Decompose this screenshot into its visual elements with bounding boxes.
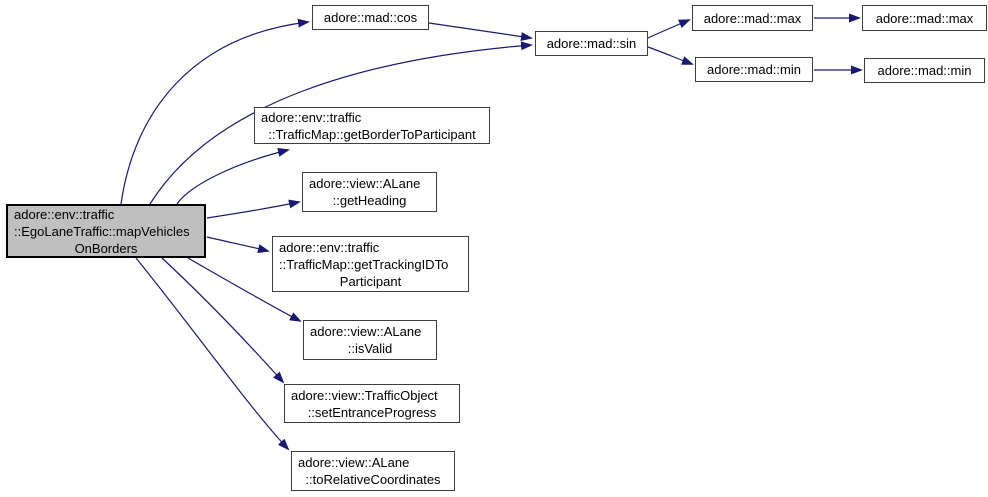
node-label-line: adore::mad::max xyxy=(703,10,802,26)
edge-mapVehiclesOnBorders-to-getTrackingIDToParticipant xyxy=(206,236,270,253)
node-mapVehiclesOnBorders: adore::env::traffic::EgoLaneTraffic::map… xyxy=(6,204,206,258)
node-isValid[interactable]: adore::view::ALane::isValid xyxy=(303,320,437,360)
node-label-line: adore::view::ALane xyxy=(309,176,421,191)
node-label-line: ::EgoLaneTraffic::mapVehicles xyxy=(14,223,190,239)
node-label-line: ::toRelativeCoordinates xyxy=(305,472,441,487)
node-max1[interactable]: adore::mad::max xyxy=(692,5,813,31)
node-label-line: adore::mad::min xyxy=(707,62,801,77)
node-label-line: ::getHeading xyxy=(332,193,407,208)
node-min2[interactable]: adore::mad::min xyxy=(864,58,985,83)
node-label-line: adore::env::traffic xyxy=(261,109,362,125)
node-cos[interactable]: adore::mad::cos xyxy=(312,5,429,30)
node-sin[interactable]: adore::mad::sin xyxy=(535,31,648,56)
edge-cos-to-sin xyxy=(428,22,533,41)
node-getTrackingIDToParticipant[interactable]: adore::env::traffic::TrafficMap::getTrac… xyxy=(272,236,469,292)
edge-mapVehiclesOnBorders-to-getBorderToParticipant xyxy=(176,148,290,205)
node-label-line: OnBorders xyxy=(74,240,138,256)
node-max2[interactable]: adore::mad::max xyxy=(862,5,987,31)
node-label-line: adore::mad::cos xyxy=(323,10,418,25)
node-toRelativeCoordinates[interactable]: adore::view::ALane::toRelativeCoordinate… xyxy=(291,451,455,491)
node-setEntranceProgress[interactable]: adore::view::TrafficObject::setEntranceP… xyxy=(284,384,460,423)
node-label-line: ::TrafficMap::getTrackingIDTo xyxy=(279,256,449,272)
node-label-line: ::TrafficMap::getBorderToParticipant xyxy=(268,126,476,142)
node-label-line: adore::mad::sin xyxy=(546,36,637,51)
edge-mapVehiclesOnBorders-to-getHeading xyxy=(206,199,301,219)
node-label-line: adore::env::traffic xyxy=(14,206,115,222)
node-label-line: adore::view::ALane xyxy=(310,324,422,339)
node-label-line: adore::view::ALane xyxy=(298,455,410,470)
node-label-line: adore::env::traffic xyxy=(279,239,380,255)
node-label-line: ::setEntranceProgress xyxy=(307,404,437,420)
node-min1[interactable]: adore::mad::min xyxy=(695,57,813,82)
node-label-line: ::isValid xyxy=(347,341,393,356)
node-label-line: Participant xyxy=(339,273,402,289)
node-getBorderToParticipant[interactable]: adore::env::traffic::TrafficMap::getBord… xyxy=(254,107,490,144)
node-label-line: adore::mad::min xyxy=(877,63,972,78)
edge-sin-to-min1 xyxy=(647,46,694,65)
node-label-line: adore::view::TrafficObject xyxy=(291,387,438,403)
edge-sin-to-max1 xyxy=(647,19,691,39)
node-getHeading[interactable]: adore::view::ALane::getHeading xyxy=(302,172,437,212)
node-label-line: adore::mad::max xyxy=(875,10,974,26)
edge-mapVehiclesOnBorders-to-toRelativeCoordinates xyxy=(135,257,290,451)
edge-mapVehiclesOnBorders-to-setEntranceProgress xyxy=(161,257,285,384)
